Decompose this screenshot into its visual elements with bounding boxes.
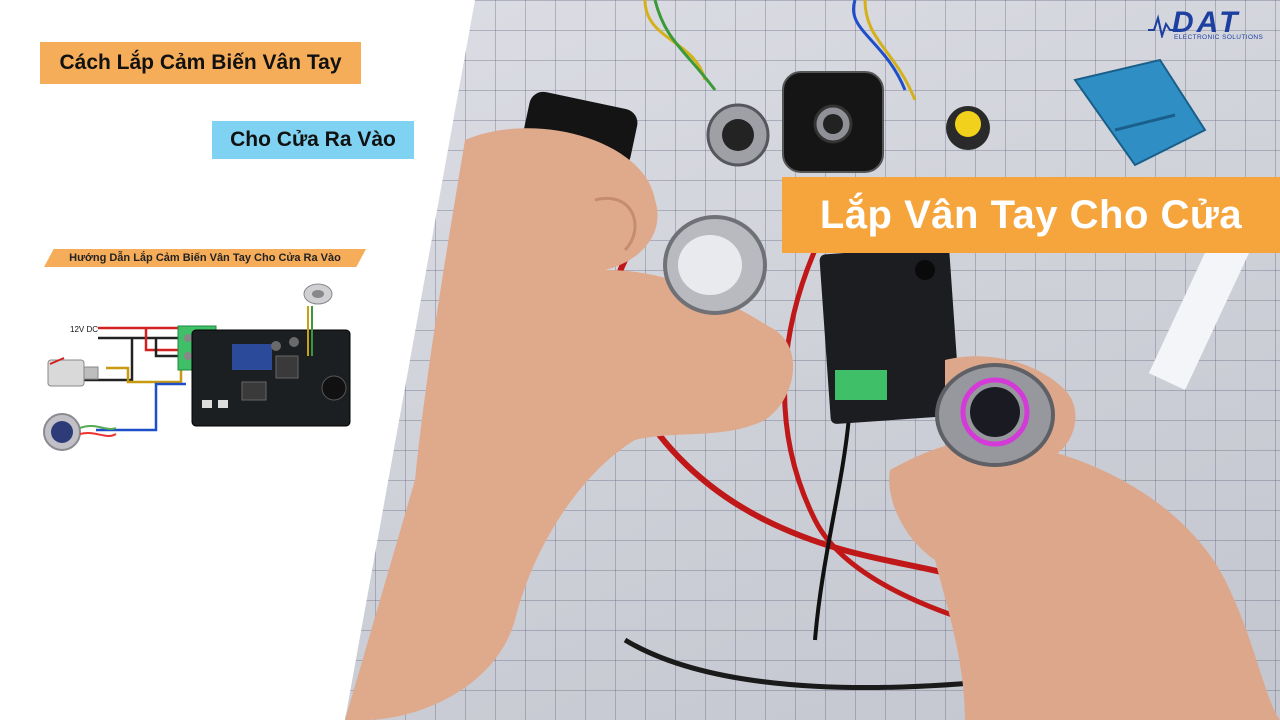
left-hand — [345, 128, 794, 720]
banner-title: Lắp Vân Tay Cho Cửa — [782, 177, 1280, 253]
chrome-button — [663, 215, 767, 315]
logo-wave-icon — [1148, 14, 1178, 38]
ring-button-top — [706, 103, 770, 167]
yellow-button — [946, 106, 990, 150]
title-line-1: Cách Lắp Cảm Biến Vân Tay — [40, 42, 361, 84]
small-sensor-icon — [303, 283, 333, 305]
photo-illustration — [345, 0, 1280, 720]
photo-controller-board — [819, 246, 961, 424]
power-label: 12V DC — [70, 325, 98, 334]
left-panel: Cách Lắp Cảm Biến Vân Tay Cho Cửa Ra Vào… — [0, 0, 460, 720]
logo-brand: DAT — [1172, 6, 1241, 39]
black-fingerprint-pad — [782, 71, 884, 173]
controller-board — [191, 329, 351, 427]
dat-logo: DAT ELECTRONIC SOLUTIONS — [1148, 6, 1278, 46]
wiring-diagram: 12V DC — [43, 283, 351, 451]
lock-icon — [47, 357, 99, 387]
power-supply-box — [1073, 58, 1207, 167]
guide-title: Hướng Dẫn Lắp Cảm Biến Vân Tay Cho Cửa R… — [44, 249, 366, 267]
title-line-2: Cho Cửa Ra Vào — [212, 121, 414, 159]
product-photo — [345, 0, 1280, 720]
logo-subtitle: ELECTRONIC SOLUTIONS — [1174, 34, 1264, 41]
led-strip — [1148, 219, 1257, 391]
fingerprint-sensor-icon — [43, 413, 117, 451]
ring-sensor-glowing — [935, 363, 1055, 467]
